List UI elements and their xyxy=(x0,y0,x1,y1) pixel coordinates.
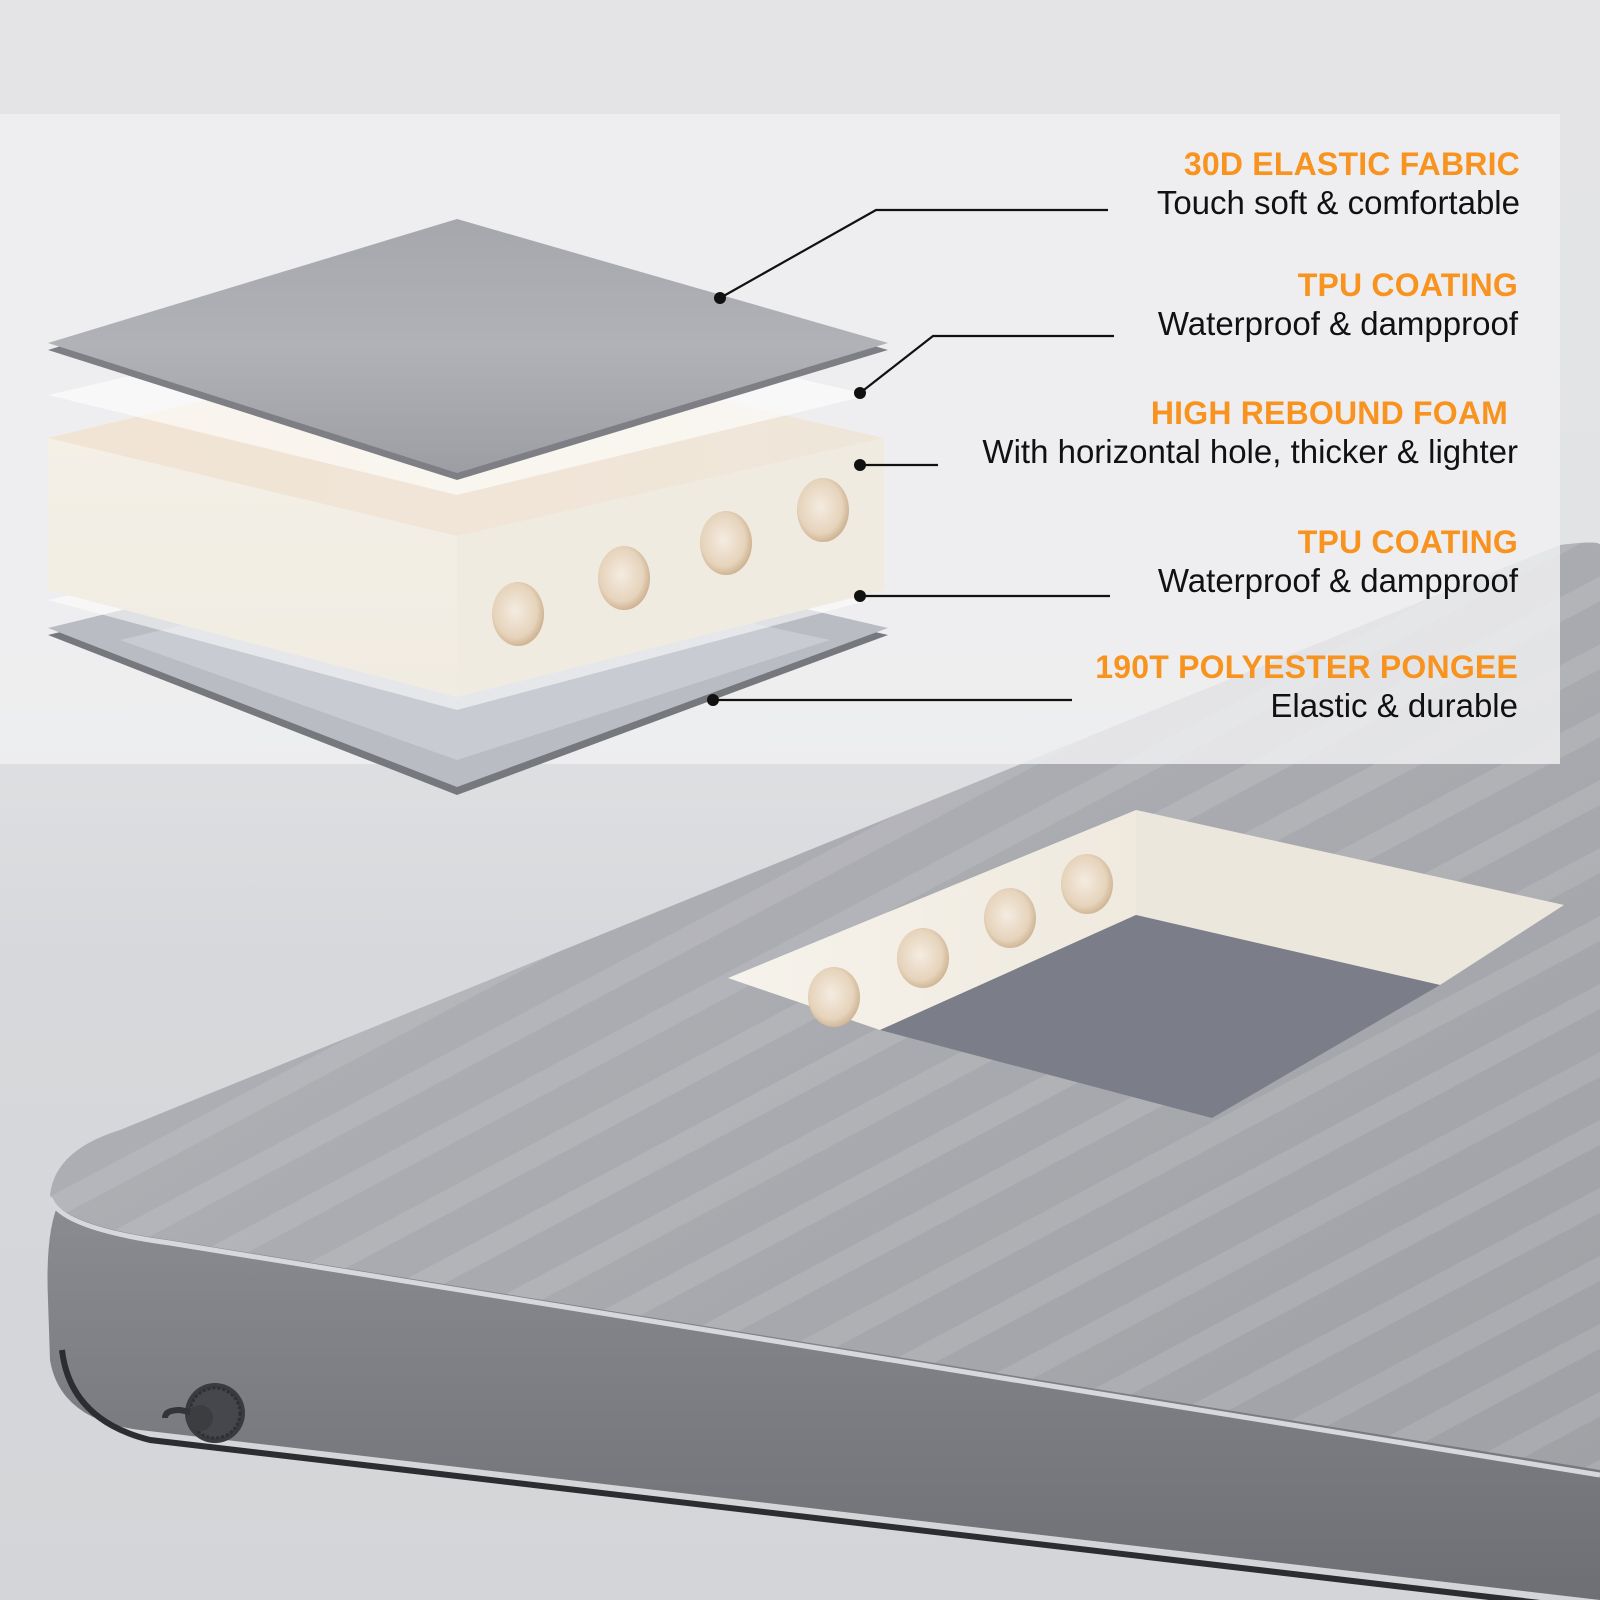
layer-title: HIGH REBOUND FOAM xyxy=(1150,395,1508,431)
base-cutaway-floor xyxy=(880,915,1440,1118)
leader-dot-icon xyxy=(707,694,719,706)
layer-description: With horizontal hole, thicker & lighter xyxy=(982,433,1518,470)
layer-title: 30D ELASTIC FABRIC xyxy=(1183,146,1520,182)
leader-dot-icon xyxy=(854,459,866,471)
leader-dot-icon xyxy=(714,292,726,304)
leader-dots xyxy=(707,292,866,706)
label-tpu-coating-bottom: TPU COATING Waterproof & dampproof xyxy=(1158,523,1518,601)
layer-description: Waterproof & dampproof xyxy=(1157,562,1518,599)
layer-description: Waterproof & dampproof xyxy=(1157,305,1518,342)
layer-title: 190T POLYESTER PONGEE xyxy=(1095,649,1518,685)
layer-title: TPU COATING xyxy=(1297,267,1518,303)
layer-title: TPU COATING xyxy=(1297,524,1518,560)
layer-description: Touch soft & comfortable xyxy=(1156,184,1520,221)
foam-cutaway-wall-back xyxy=(1136,810,1564,985)
label-tpu-coating-top: TPU COATING Waterproof & dampproof xyxy=(1158,266,1518,344)
layer-description: Elastic & durable xyxy=(1270,687,1518,724)
leader-dot-icon xyxy=(854,387,866,399)
label-high-rebound-foam: HIGH REBOUND FOAM With horizontal hole, … xyxy=(982,394,1518,472)
layer-elastic-fabric xyxy=(48,219,888,480)
label-polyester-pongee: 190T POLYESTER PONGEE Elastic & durable xyxy=(1095,648,1518,726)
label-elastic-fabric: 30D ELASTIC FABRIC Touch soft & comforta… xyxy=(1157,145,1520,223)
leader-dot-icon xyxy=(854,590,866,602)
leader-lines xyxy=(713,208,1114,702)
air-valve-icon xyxy=(162,1383,245,1443)
